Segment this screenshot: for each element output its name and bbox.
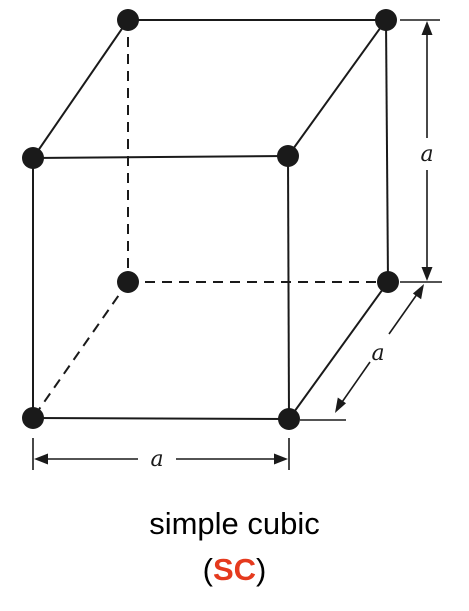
- depth-dimension-line-upper: [388, 289, 421, 335]
- height-arrow-up: [421, 21, 433, 35]
- width-dimension: a: [32, 438, 290, 472]
- caption-name: simple cubic: [149, 506, 320, 541]
- edge-top-right-diagonal: [287, 19, 387, 157]
- edge-front-right: [287, 155, 290, 420]
- caption-abbreviation-line: (SC): [0, 552, 469, 588]
- depth-arrow-down: [335, 397, 346, 413]
- caption-close-paren: ): [256, 552, 267, 587]
- caption-abbreviation: SC: [212, 552, 257, 587]
- depth-label: a: [371, 341, 384, 366]
- depth-dimension-line-lower: [339, 361, 371, 406]
- height-label: a: [420, 142, 433, 167]
- height-arrow-down: [421, 267, 433, 281]
- edge-back-right: [385, 19, 389, 283]
- atom-back-top-right: [375, 9, 397, 31]
- atom-front-bottom-left: [22, 407, 44, 429]
- edge-front-top: [32, 155, 289, 159]
- width-arrow-right: [274, 453, 288, 465]
- width-arrow-left: [34, 453, 48, 465]
- edge-front-bottom: [32, 417, 290, 420]
- width-label: a: [150, 447, 163, 472]
- hidden-edge-back-diagonal: [32, 281, 129, 419]
- atom-back-bottom-right: [377, 271, 399, 293]
- atom-back-top-left: [117, 9, 139, 31]
- caption-open-paren: (: [202, 552, 213, 587]
- atom-front-top-left: [22, 147, 44, 169]
- atom-back-bottom-left: [117, 271, 139, 293]
- atom-front-top-right: [277, 145, 299, 167]
- depth-dimension: a: [300, 284, 424, 421]
- edge-top-left-diagonal: [32, 19, 129, 159]
- height-dimension: a: [400, 19, 442, 283]
- depth-arrow-up: [412, 284, 424, 300]
- atom-front-bottom-right: [278, 408, 300, 430]
- edge-bottom-right-diagonal: [288, 281, 389, 420]
